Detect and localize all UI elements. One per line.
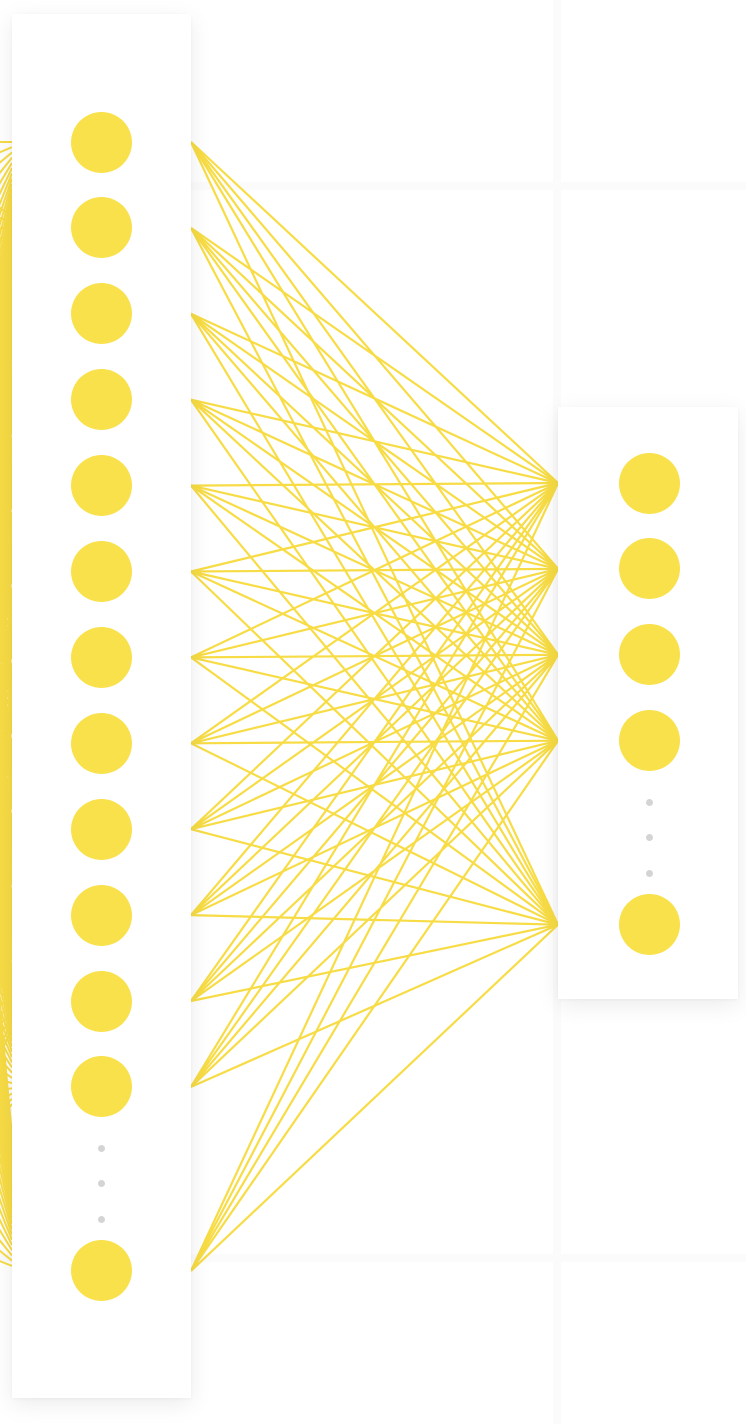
input-layer-neuron: [70, 884, 132, 946]
output-layer-neuron: [618, 894, 680, 956]
input-layer-neuron: [70, 1240, 132, 1302]
input-layer-neuron: [70, 283, 132, 345]
input-layer-neuron: [70, 798, 132, 860]
output-layer-ellipsis-dot: [645, 798, 653, 806]
output-layer-ellipsis-dot: [645, 869, 653, 877]
output-layer-neuron: [618, 710, 680, 772]
input-layer-neuron: [70, 541, 132, 602]
background-cell: [561, 0, 746, 182]
output-layer-neuron: [618, 538, 680, 600]
output-layer-ellipsis-dot: [645, 834, 653, 842]
input-layer-neuron: [70, 970, 132, 1032]
input-layer-neuron: [70, 197, 132, 259]
input-layer-neuron: [70, 369, 132, 431]
input-layer-neuron: [70, 455, 132, 517]
input-layer-ellipsis-dot: [97, 1215, 105, 1223]
output-layer-neuron: [618, 624, 680, 686]
input-layer-neuron: [70, 626, 132, 688]
input-layer-ellipsis-dot: [97, 1144, 105, 1152]
input-layer-ellipsis-dot: [97, 1180, 105, 1188]
background-cell: [561, 1262, 746, 1424]
input-layer-neuron: [70, 1056, 132, 1118]
input-layer-neuron: [70, 111, 132, 173]
output-layer-neuron: [618, 452, 680, 514]
input-layer-neuron: [70, 712, 132, 774]
